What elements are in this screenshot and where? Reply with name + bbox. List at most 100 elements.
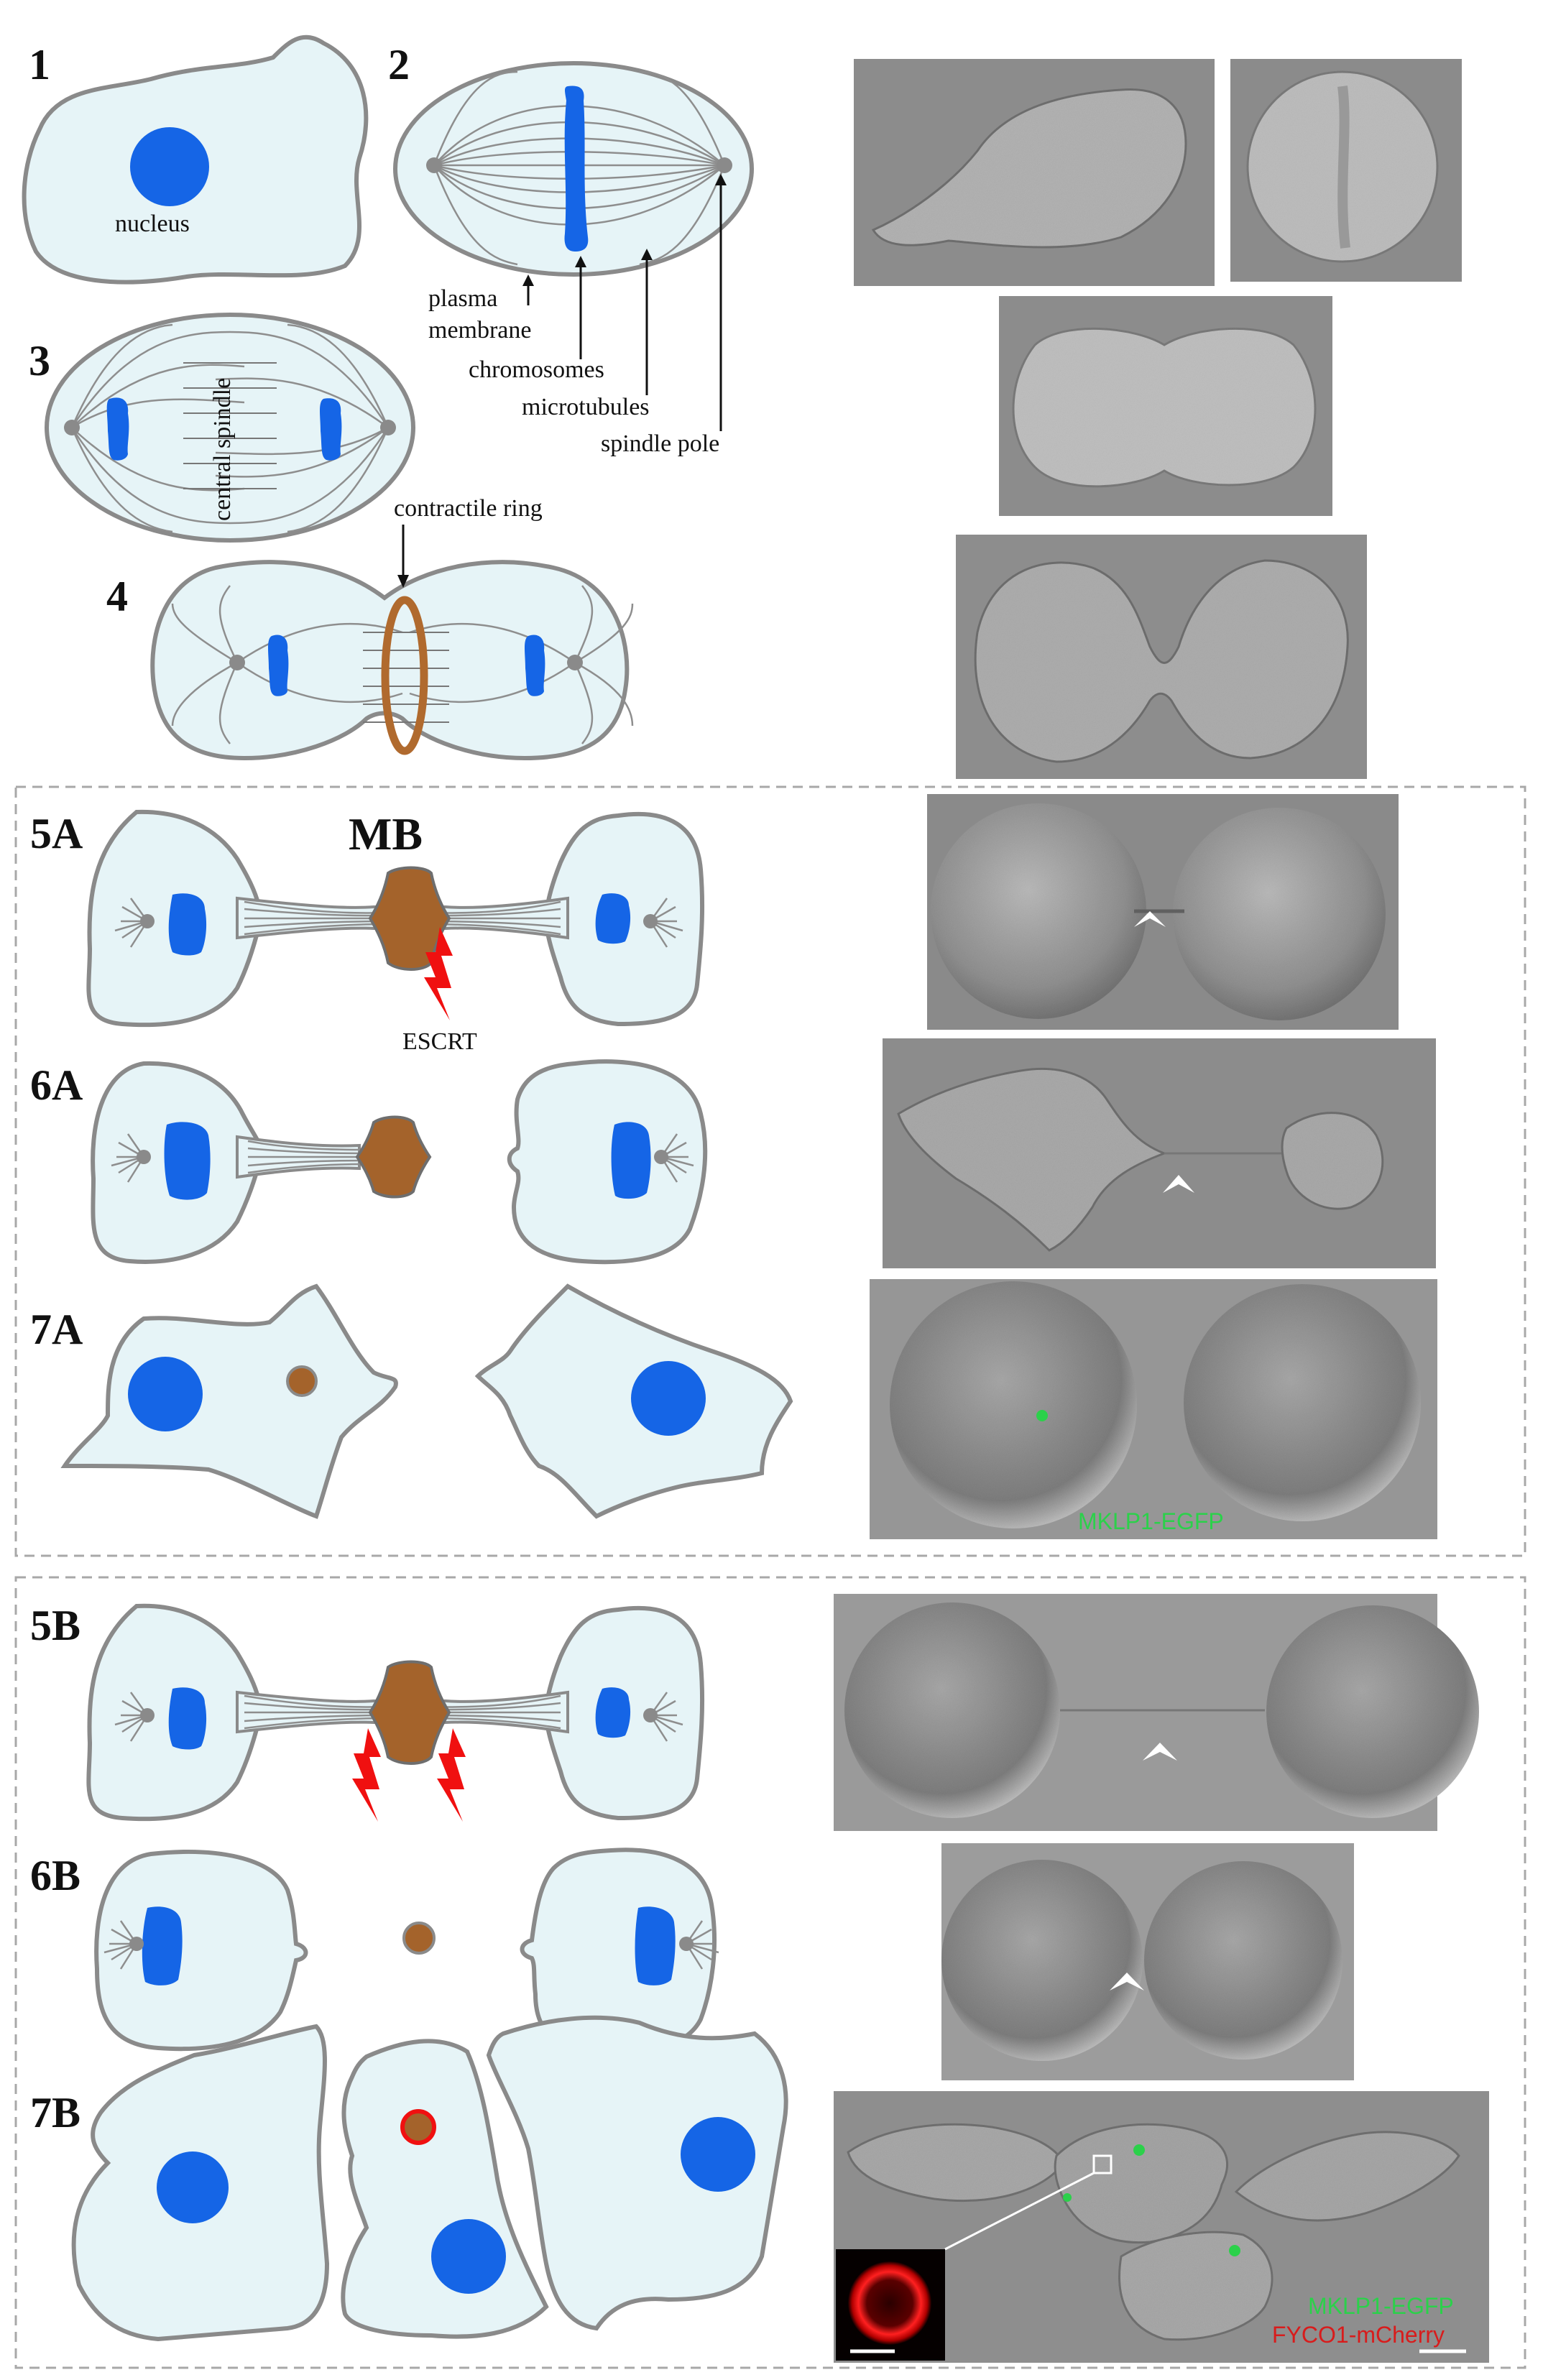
contractile-ring-label: contractile ring: [394, 495, 543, 522]
inset-roi-box: [1092, 2154, 1113, 2174]
micrograph-5a: [927, 794, 1399, 1030]
spindle-pole-right: [717, 157, 732, 173]
chromosomes-label: chromosomes: [469, 356, 604, 383]
midbody-remnant-7a: [286, 1365, 318, 1397]
micrograph-metaphase: [1230, 59, 1462, 282]
micrograph-telophase: [956, 535, 1367, 779]
chromosomes-6a-left: [164, 1122, 211, 1200]
micrograph-5b: [834, 1594, 1479, 1831]
panel-label-5a: 5A: [30, 810, 83, 857]
micrograph-anaphase: [999, 296, 1332, 516]
panel-1: 1 nucleus: [22, 34, 369, 285]
panel-6a: 6A: [30, 1059, 708, 1265]
plasma-label: plasma: [428, 285, 497, 312]
chromosomes-5b-left: [168, 1687, 207, 1750]
panel-7a: 7A: [30, 1283, 793, 1519]
spindle-pole-label: spindle pole: [601, 430, 719, 457]
legend-mklp1-7a: MKLP1-EGFP: [1078, 1508, 1224, 1534]
cell-6a-right: [507, 1059, 708, 1265]
mb-label: MB: [349, 808, 423, 859]
spindle-pole-left: [426, 157, 442, 173]
panel-3: 3 central spindle: [29, 313, 415, 543]
panel-label-2: 2: [388, 41, 410, 88]
telophase-chromosomes-left: [268, 635, 289, 696]
panel-label-7b: 7B: [30, 2089, 80, 2136]
panel-2: 2 plasma membrane chro: [388, 41, 754, 457]
contractile-ring: [381, 596, 428, 755]
panel-label-3: 3: [29, 337, 50, 384]
mklp1-signal-7b-2: [1063, 2193, 1072, 2202]
arrowhead-6b: [1110, 1973, 1144, 1991]
cell-7a-left: [60, 1283, 398, 1519]
arrowhead-5a: [1134, 911, 1166, 927]
panel-label-1: 1: [29, 41, 50, 88]
microtubules-label: microtubules: [522, 394, 650, 420]
panel-5b: 5B: [30, 1602, 705, 1822]
anaphase-chromosomes-right: [320, 398, 342, 461]
chromosomes-5a-right: [595, 893, 631, 944]
telophase-chromosomes-right: [525, 635, 545, 696]
bridge-microtubules-6a: [247, 1140, 364, 1174]
panel-label-6b: 6B: [30, 1852, 80, 1899]
cell-7b-right: [486, 2015, 788, 2331]
telophase-pole-right: [567, 655, 583, 670]
panel-label-6a: 6A: [30, 1061, 83, 1109]
mklp1-signal-7b-1: [1133, 2144, 1145, 2156]
fyco1-ring: [848, 2261, 931, 2345]
anaphase-chromosomes-left: [106, 397, 129, 461]
asters-6a: [111, 1133, 694, 1183]
chromosomes-6a-right: [611, 1122, 651, 1199]
micrograph-6a: [883, 1038, 1436, 1268]
panel-label-4: 4: [106, 573, 128, 620]
arrowhead-6a: [1163, 1175, 1194, 1193]
arrowhead-5b: [1143, 1743, 1177, 1761]
micrograph-6b: [941, 1843, 1354, 2080]
released-midbody-6b: [402, 1922, 436, 1955]
central-spindle-microtubules: [70, 323, 390, 533]
micrograph-interphase: [854, 59, 1215, 286]
chromosomes-5b-right: [595, 1687, 631, 1738]
asters-5a: [114, 898, 683, 948]
nucleus-circle: [130, 127, 209, 206]
nucleus-label: nucleus: [115, 211, 190, 237]
nucleus-7b-left: [157, 2151, 229, 2223]
cell-telophase: [150, 560, 630, 761]
micrograph-7b: MKLP1-EGFP FYCO1-mCherry: [834, 2091, 1489, 2363]
mklp1-signal-7b-3: [1229, 2245, 1240, 2256]
legend-fyco1-7b: FYCO1-mCherry: [1272, 2322, 1445, 2348]
panel-label-7a: 7A: [30, 1306, 83, 1353]
anaphase-pole-right: [380, 420, 396, 435]
section-b-frame: [14, 1576, 1526, 2369]
midbody-remnant-7b: [400, 2109, 436, 2145]
telophase-microtubules: [171, 585, 634, 744]
asters-5b: [114, 1692, 683, 1742]
panel-4: 4 contractile ring: [106, 495, 634, 761]
nucleus-7a-right: [631, 1361, 706, 1436]
anaphase-pole-left: [64, 420, 80, 435]
asters-6b: [103, 1920, 719, 1970]
midbody-6a: [355, 1115, 432, 1199]
micrograph-7a: MKLP1-EGFP: [870, 1279, 1437, 1539]
cell-anaphase: [45, 313, 415, 543]
cell-6b-left: [94, 1850, 308, 2052]
panel-label-5b: 5B: [30, 1602, 80, 1649]
central-spindle-label: central spindle: [209, 378, 236, 521]
membrane-label: membrane: [428, 317, 532, 343]
panel-7b: 7B: [30, 2015, 788, 2342]
legend-mklp1-7b: MKLP1-EGFP: [1308, 2293, 1454, 2319]
chromosomes-6b-right: [635, 1906, 676, 1985]
panel-6b: 6B: [30, 1848, 719, 2055]
panel-5a: 5A MB ESCRT: [30, 808, 705, 1055]
nucleus-7b-right: [681, 2117, 755, 2192]
chromosomes-6b-left: [142, 1906, 183, 1985]
escrt-bolt-5b-right: [437, 1728, 466, 1822]
section-a-frame: [14, 785, 1526, 1557]
escrt-bolt-5a: [424, 927, 453, 1020]
nucleus-7b-middle: [431, 2219, 506, 2294]
metaphase-chromosomes: [564, 86, 589, 252]
telophase-pole-left: [229, 655, 245, 670]
midbody-5b: [368, 1660, 451, 1765]
chromosomes-5a-left: [168, 893, 207, 956]
escrt-bolt-5b-left: [352, 1728, 381, 1822]
